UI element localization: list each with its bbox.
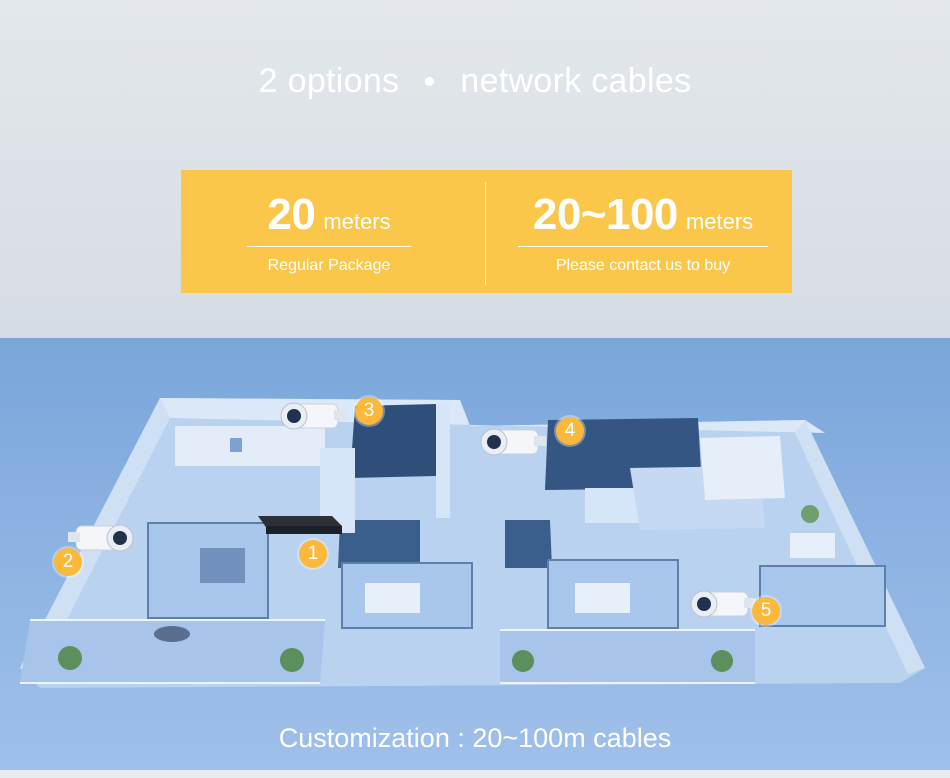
security-camera-icon [280,402,346,430]
floorplan-scene: 1 2 3 4 5 Customization : 20~100m cables [0,338,950,770]
plant-4 [711,650,733,672]
bullet-dot [425,76,435,86]
glass-door-bedroom-3 [759,565,886,627]
living-sofa [200,548,245,583]
security-camera-icon [690,590,756,618]
option-regular-rule [247,246,411,247]
headline: 2 options network cables [0,62,950,101]
marker-4: 4 [556,417,584,445]
wall-e [700,436,785,500]
security-camera-icon [68,524,134,552]
bed-3 [790,533,835,558]
marker-2: 2 [54,548,82,576]
bottom-strip [0,770,950,778]
marker-3: 3 [355,397,383,425]
floorplan-illustration [20,398,925,688]
plant-5 [801,505,819,523]
option-custom-rule [518,246,768,247]
house-right-wall [795,420,925,674]
headline-options: 2 options [258,62,400,100]
bed-1 [365,583,420,613]
wall-b [436,404,450,518]
bed-2 [575,583,630,613]
option-custom-unit: meters [685,209,754,234]
marker-1: 1 [299,540,327,568]
option-regular-label: Regular Package [267,257,391,274]
caption: Customization : 20~100m cables [278,723,672,753]
security-camera-icon [480,428,546,456]
plant-1 [58,646,82,670]
option-custom-value: 20~100 [532,190,679,239]
wall-a [320,448,355,533]
plant-3 [512,650,534,672]
kitchen-cabinets [175,426,325,466]
option-regular-unit: meters [323,209,391,234]
kitchen-appliance [230,438,242,452]
plant-2 [280,648,304,672]
nvr-recorder-front [266,526,342,534]
closet-floor-1 [338,520,420,568]
marker-5: 5 [752,597,780,625]
headline-cables: network cables [460,62,692,100]
panel-divider [485,182,486,285]
option-custom-label: Please contact us to buy [555,257,731,274]
option-regular: 20 meters Regular Package [247,190,411,275]
balcony-right [500,630,755,683]
balcony-table [154,626,190,642]
top-banner: 2 options network cables 20 meters Regular… [0,0,950,338]
balcony-left [20,620,325,683]
closet-floor-2 [505,520,552,568]
option-regular-value: 20 [267,190,316,239]
